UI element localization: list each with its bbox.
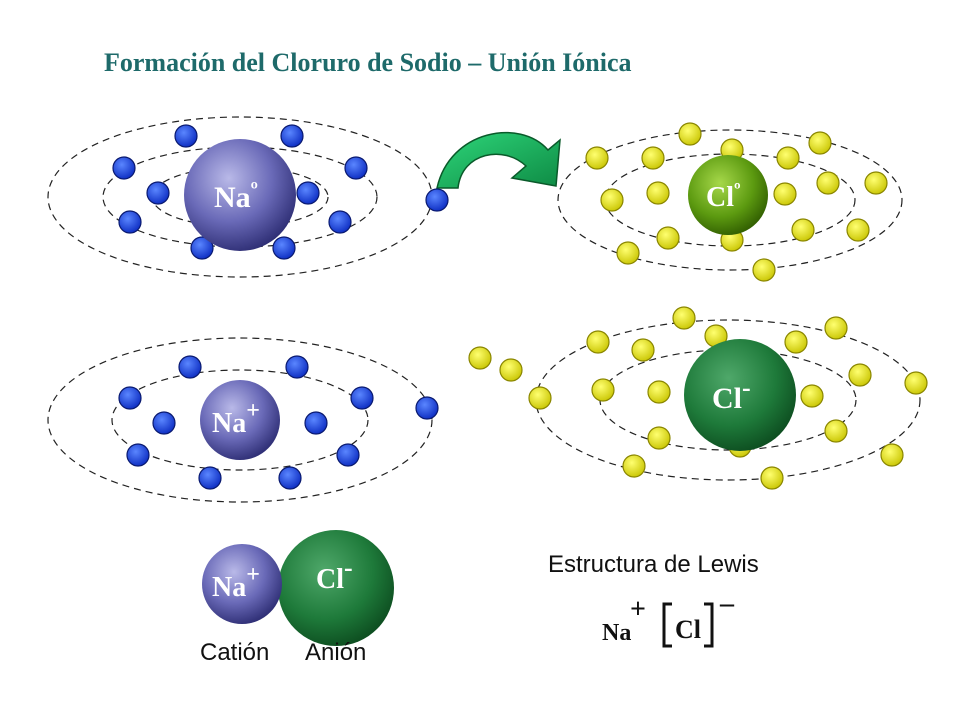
cl-neutral-orbit-outer — [557, 129, 903, 271]
lewis-cl: Cl — [675, 615, 701, 644]
cl-ion-nucleus — [684, 339, 796, 451]
cl-electron — [631, 338, 655, 362]
cl-electron — [468, 346, 492, 370]
na-electron — [178, 355, 202, 379]
na-electron — [152, 411, 176, 435]
electron-transfer-arrow — [436, 131, 561, 189]
na-neutral-label: Naº — [214, 177, 258, 214]
na-electron — [190, 236, 214, 260]
na-electron — [328, 210, 352, 234]
na-electron — [285, 355, 309, 379]
cl-electron — [791, 218, 815, 242]
na-neutral-orbit-middle — [102, 146, 378, 248]
cl-ion-label: Cl- — [712, 373, 751, 415]
cl-electron — [528, 386, 552, 410]
page-title: Formación del Cloruro de Sodio – Unión I… — [104, 48, 632, 77]
orbits — [47, 116, 921, 503]
cl-electron — [622, 454, 646, 478]
na-electron — [344, 156, 368, 180]
lewis-na-charge: + — [630, 594, 646, 625]
na-electron — [126, 443, 150, 467]
cl-electron — [816, 171, 840, 195]
anion-label: Anión — [305, 639, 366, 666]
cl-electron — [760, 466, 784, 490]
na-electron — [118, 210, 142, 234]
na-electrons — [112, 124, 449, 490]
cl-electron — [880, 443, 904, 467]
lewis-na: Na — [602, 620, 631, 646]
na-electron — [336, 443, 360, 467]
cl-electron — [848, 363, 872, 387]
lewis-bracket-right — [704, 602, 714, 648]
cl-electron — [672, 306, 696, 330]
na-neutral-nucleus — [184, 139, 296, 251]
cl-electron — [499, 358, 523, 382]
cl-electron — [773, 182, 797, 206]
cl-electron — [641, 146, 665, 170]
cl-electron — [808, 131, 832, 155]
lewis-bracket-left — [662, 602, 672, 648]
na-electron — [296, 181, 320, 205]
cl-electron — [824, 419, 848, 443]
na-electron — [425, 188, 449, 212]
cl-electron — [846, 218, 870, 242]
product-cl-anion — [278, 530, 394, 646]
cl-electron — [600, 188, 624, 212]
cl-neutral-label: Clº — [706, 179, 741, 213]
cl-neutral-nucleus — [688, 155, 768, 235]
cl-electron — [586, 330, 610, 354]
cl-electron — [824, 316, 848, 340]
na-electron — [350, 386, 374, 410]
cl-electron — [800, 384, 824, 408]
na-electron — [304, 411, 328, 435]
cl-electron — [904, 371, 928, 395]
na-ion-nucleus — [200, 380, 280, 460]
na-ion-orbit-outer — [47, 337, 433, 503]
product-na-cation — [202, 544, 282, 624]
cl-electron — [864, 171, 888, 195]
na-ion-orbit-inner — [111, 369, 369, 471]
product-na-label: Na+ — [212, 562, 260, 603]
na-electron — [415, 396, 439, 420]
cl-electron — [784, 330, 808, 354]
cl-electron — [616, 241, 640, 265]
cl-electron — [752, 258, 776, 282]
cl-electron — [591, 378, 615, 402]
product-cl-label: Cl- — [316, 553, 353, 595]
cl-electrons — [468, 122, 928, 490]
na-electron — [280, 124, 304, 148]
cation-label: Catión — [200, 639, 269, 666]
cl-electron — [647, 380, 671, 404]
cl-electron — [647, 426, 671, 450]
cl-electron — [585, 146, 609, 170]
na-electron — [278, 466, 302, 490]
na-electron — [174, 124, 198, 148]
lewis-cl-charge: – — [719, 588, 735, 619]
na-electron — [118, 386, 142, 410]
cl-electron — [776, 146, 800, 170]
lewis-heading: Estructura de Lewis — [548, 551, 759, 578]
cl-electron — [656, 226, 680, 250]
na-electron — [198, 466, 222, 490]
na-electron — [272, 236, 296, 260]
cl-electron — [678, 122, 702, 146]
cl-electron — [646, 181, 670, 205]
na-ion-label: Na+ — [212, 398, 260, 439]
na-electron — [112, 156, 136, 180]
na-electron — [146, 181, 170, 205]
